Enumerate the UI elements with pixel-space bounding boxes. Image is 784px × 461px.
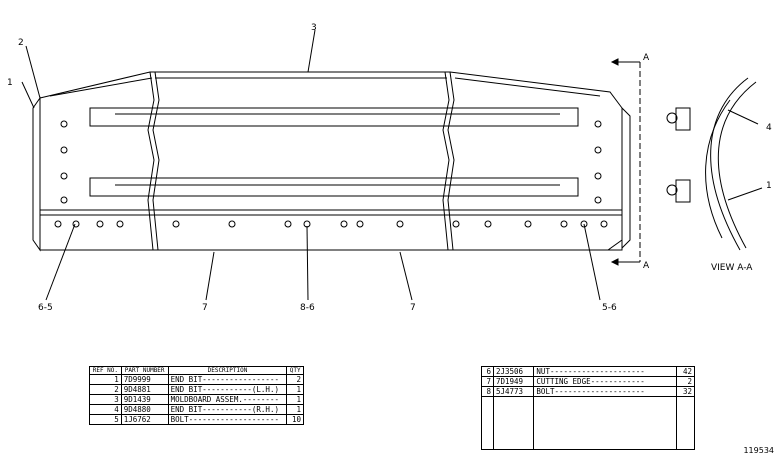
bolt-hole [116,220,124,228]
bolt-hole [524,220,532,228]
table-row-blank [481,396,695,450]
bolt-hole [60,172,68,180]
bolt-hole [356,220,364,228]
bolt-hole [228,220,236,228]
break-line-left [147,71,155,251]
section-mark-bottom: A [643,261,650,271]
end-bit-left [32,96,41,252]
bolt-hole [560,220,568,228]
callout-2: 2 [18,38,24,48]
table-row: 5 1J6762 BOLT-------------------- 10 [89,414,304,425]
bolt-hole [580,220,588,228]
header-description: DESCRIPTION [167,366,288,375]
bolt-hole [172,220,180,228]
moldboard-outline [39,71,623,251]
callout-4: 4 [766,123,772,133]
bolt-hole [303,220,311,228]
callout-bolt-right: 5-6 [602,303,617,313]
table-row: 6 2J3506 NUT--------------------- 42 [481,366,695,377]
bolt-hole [396,220,404,228]
bolt-hole [594,120,602,128]
bolt-hole [340,220,348,228]
drawing-code: 119534 [743,446,774,455]
bolt-hole [72,220,80,228]
callout-edge-left: 7 [202,303,208,313]
table-row: 3 9D1439 MOLDBOARD ASSEM.-------- 1 [89,394,304,405]
cutting-edge [39,209,623,251]
header-qty: QTY [286,366,304,375]
bolt-hole [452,220,460,228]
table-row: 7 7D1949 CUTTING EDGE------------ 2 [481,376,695,387]
header-ref: REF NO. [89,366,122,375]
callout-bolt-middle: 8-6 [300,303,315,313]
bolt-hole [594,172,602,180]
bolt-hole [96,220,104,228]
header-part: PART NUMBER [120,366,169,375]
bolt-hole [594,196,602,204]
table-row: 1 7D9999 END BIT----------------- 2 [89,374,304,385]
end-bit-right [621,107,631,249]
bolt-hole [594,146,602,154]
table-row: 2 9D4881 END BIT-----------(L.H.) 1 [89,384,304,395]
break-line-right [442,71,450,251]
callout-bolt-left: 6-5 [38,303,53,313]
bolt-hole [600,220,608,228]
parts-table-right: 6 2J3506 NUT--------------------- 42 7 7… [481,366,695,450]
callout-3: 3 [311,23,317,33]
bolt-hole [60,120,68,128]
table-row: 4 9D4880 END BIT-----------(R.H.) 1 [89,404,304,415]
callout-edge-right: 7 [410,303,416,313]
callout-1: 1 [7,78,13,88]
view-title: VIEW A-A [711,263,753,273]
callout-1-profile: 1 [766,181,772,191]
bolt-hole [60,196,68,204]
bolt-hole [60,146,68,154]
bolt-hole [54,220,62,228]
section-mark-top: A [643,53,650,63]
bolt-hole [284,220,292,228]
moldboard-profile [710,77,749,251]
parts-table-left: REF NO. PART NUMBER DESCRIPTION QTY 1 7D… [89,366,304,425]
table-row: 8 5J4773 BOLT-------------------- 32 [481,386,695,397]
bolt-hole [484,220,492,228]
